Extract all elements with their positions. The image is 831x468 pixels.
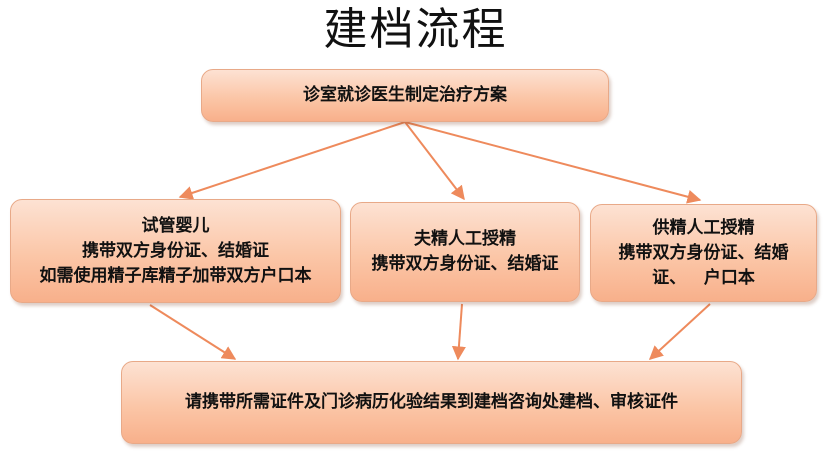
arrow-left-to-bottom — [149, 304, 237, 360]
node-heading: 供精人工授精 — [652, 217, 755, 238]
node-text: 诊室就诊医生制定治疗方案 — [303, 85, 507, 105]
diagram-title: 建档流程 — [323, 4, 508, 55]
node-heading: 夫精人工授精 — [414, 229, 516, 249]
node-heading: 试管婴儿 — [141, 215, 210, 236]
step-donor-insemination: 供精人工授精 携带双方身份证、结婚 证、 户口本 — [590, 204, 817, 302]
node-text: 证、 户口本 — [652, 267, 755, 288]
arrow-right-to-bottom — [648, 303, 711, 360]
step-ivf: 试管婴儿 携带双方身份证、结婚证 如需使用精子库精子加带双方户口本 — [10, 199, 341, 303]
node-text: 携带双方身份证、结婚 — [618, 242, 789, 263]
step-file-registration: 请携带所需证件及门诊病历化验结果到建档咨询处建档、审核证件 — [121, 361, 742, 444]
node-text: 携带双方身份证、结婚证 — [371, 254, 559, 274]
arrow-top-to-left — [178, 121, 406, 200]
arrow-top-to-right — [404, 121, 702, 204]
step-husband-insemination: 夫精人工授精 携带双方身份证、结婚证 — [350, 202, 580, 302]
arrow-top-to-mid — [404, 121, 465, 201]
node-text: 请携带所需证件及门诊病历化验结果到建档咨询处建档、审核证件 — [185, 392, 678, 412]
arrow-mid-to-bottom — [451, 303, 466, 361]
step-doctor-treatment-plan: 诊室就诊医生制定治疗方案 — [201, 69, 609, 122]
node-text: 携带双方身份证、结婚证 — [82, 240, 269, 261]
node-text: 如需使用精子库精子加带双方户口本 — [39, 265, 312, 286]
